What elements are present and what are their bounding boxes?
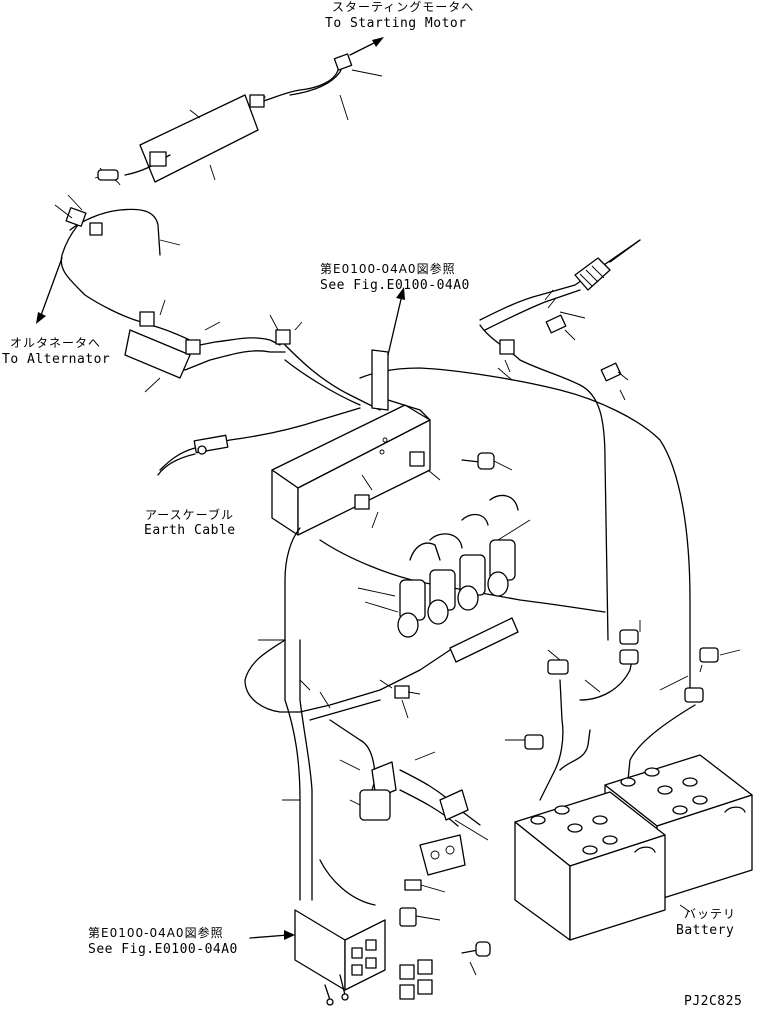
lower-harness	[244, 639, 489, 906]
harness-connector-top	[574, 257, 611, 291]
alternator-label-jp: オルタネータへ	[10, 336, 102, 350]
drawing-code: PJ2C825	[684, 994, 743, 1009]
battery-relay	[419, 834, 466, 876]
earth-cable-label-jp: アースケーブル	[145, 508, 234, 522]
battery-label-jp: バッテリ	[684, 907, 737, 921]
reference-bottom-label-en: See Fig.E0100-04A0	[88, 942, 238, 957]
battery-cables	[505, 620, 741, 801]
reference-top-label-en: See Fig.E0100-04A0	[320, 278, 470, 293]
alternator-cable	[36, 167, 303, 393]
battery-leader	[679, 904, 691, 913]
earth-cable	[157, 407, 361, 476]
alternator-label-en: To Alternator	[2, 352, 111, 367]
starting-motor-cable	[124, 37, 384, 183]
earth-cable-label-en: Earth Cable	[144, 523, 236, 538]
reference-bottom-label-jp: 第E0100-04A0図参照	[88, 926, 224, 940]
starting-motor-label-jp: スターティングモータへ	[332, 0, 475, 14]
battery-label-en: Battery	[676, 923, 735, 938]
alternator-bracket	[124, 329, 191, 379]
lower-panel	[249, 834, 491, 1006]
battery-left	[514, 791, 666, 941]
cable-sleeve-top	[139, 94, 259, 183]
upper-bracket-plate	[271, 287, 606, 641]
reference-top-label-jp: 第E0100-04A0図参照	[320, 262, 456, 276]
relay-cluster	[357, 494, 531, 663]
starting-motor-label-en: To Starting Motor	[325, 16, 467, 31]
main-harness	[284, 239, 691, 641]
